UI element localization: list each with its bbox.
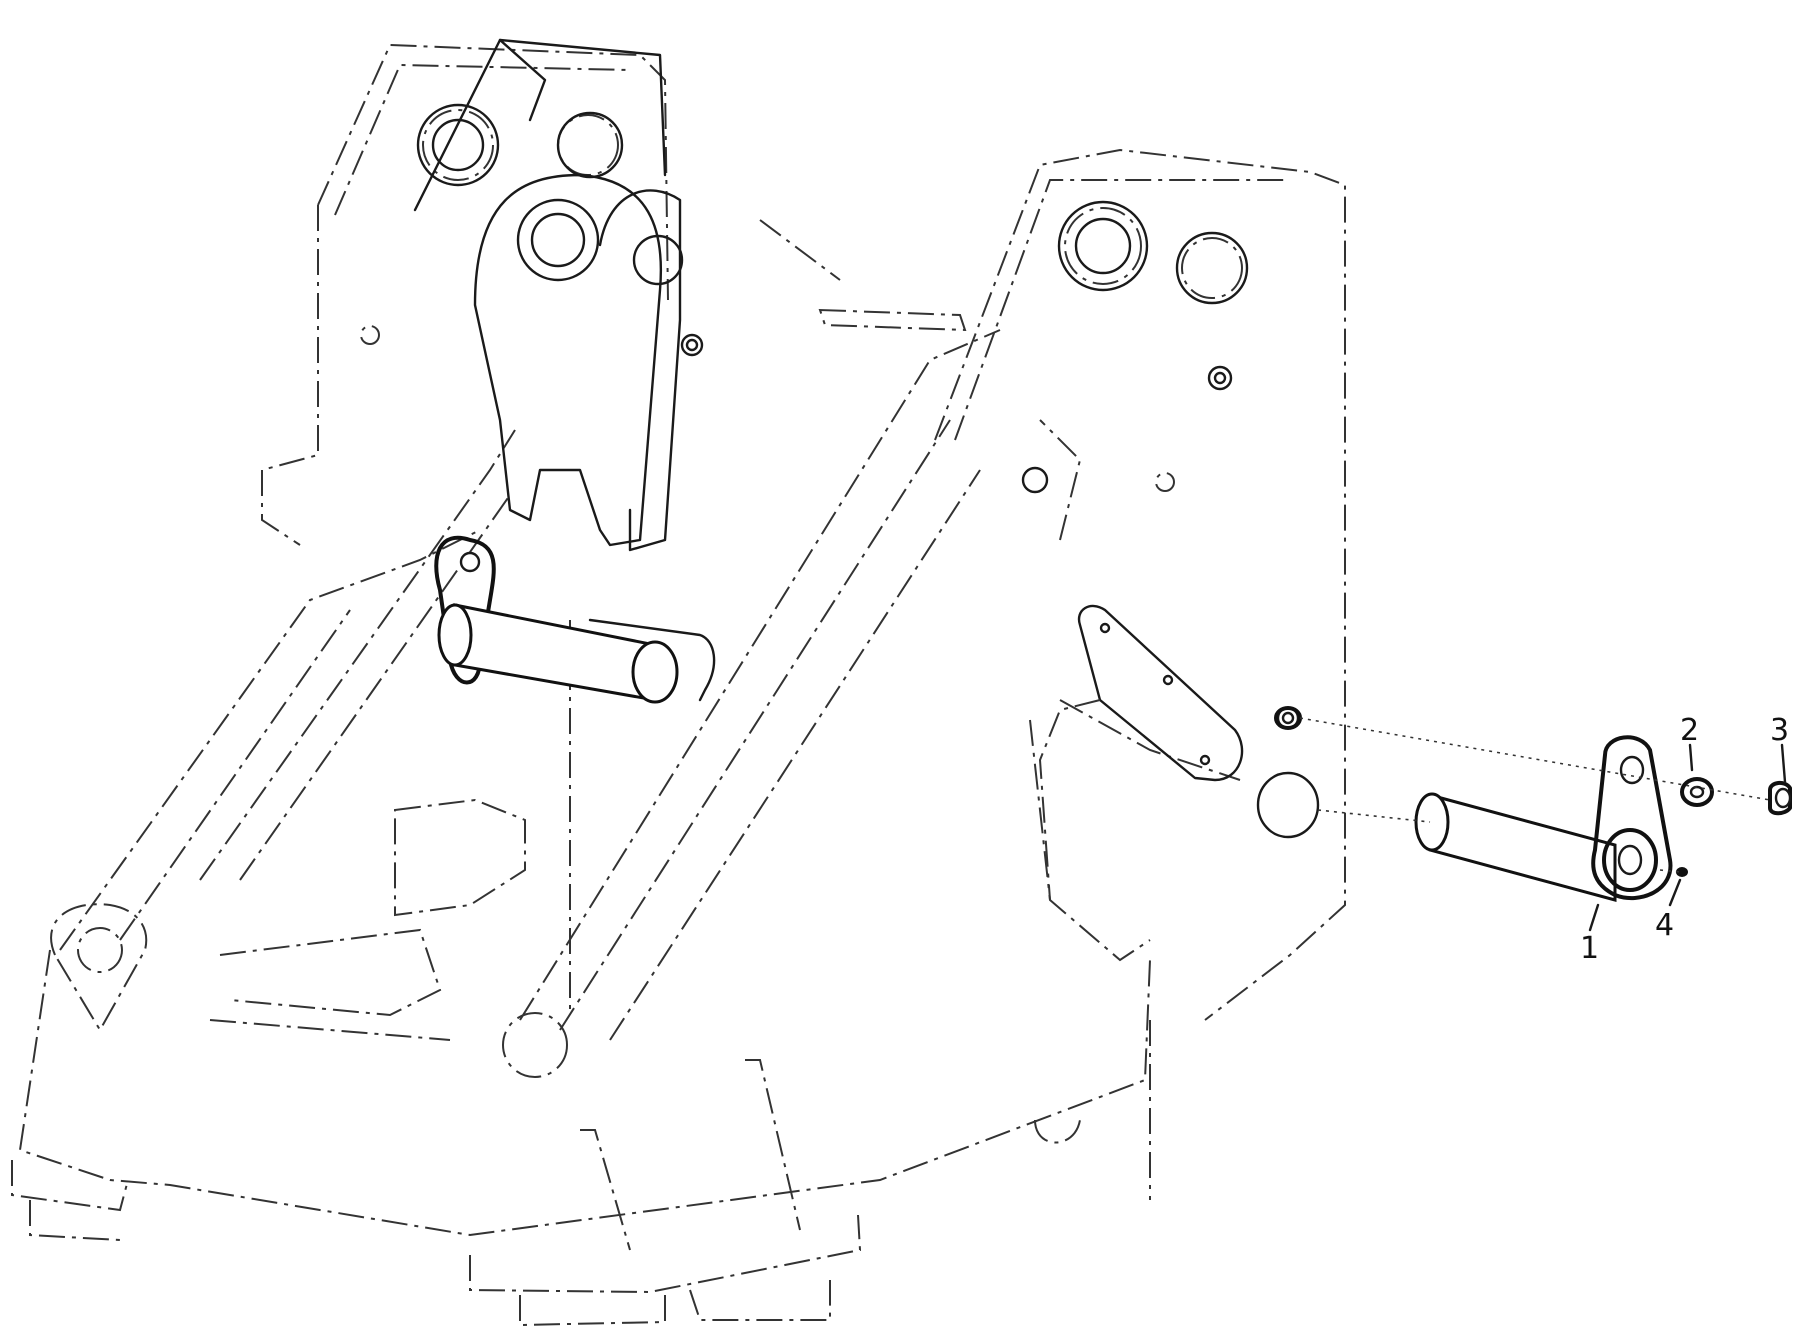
callout-leaders [1588,743,1787,932]
washer-part-2 [1680,777,1714,807]
centre-pin-installed [434,536,716,704]
left-tower-lug [413,38,667,212]
callout-2: 2 [1680,713,1699,748]
loader-frame-phantom [11,43,1346,1327]
grease-nipple-part-4 [1676,867,1688,877]
callout-1: 1 [1580,931,1599,966]
bolt-part-3 [1768,781,1792,816]
exploded-bolt-installed [1274,706,1302,730]
callout-4: 4 [1655,908,1674,943]
right-side-plate [1038,604,1320,901]
centre-lug-assembly [473,173,704,552]
right-tower-lug [1021,200,1249,494]
callout-3: 3 [1770,713,1789,748]
assembly-axis-lines [1299,717,1771,873]
exploded-pin-part-1 [1414,735,1673,902]
